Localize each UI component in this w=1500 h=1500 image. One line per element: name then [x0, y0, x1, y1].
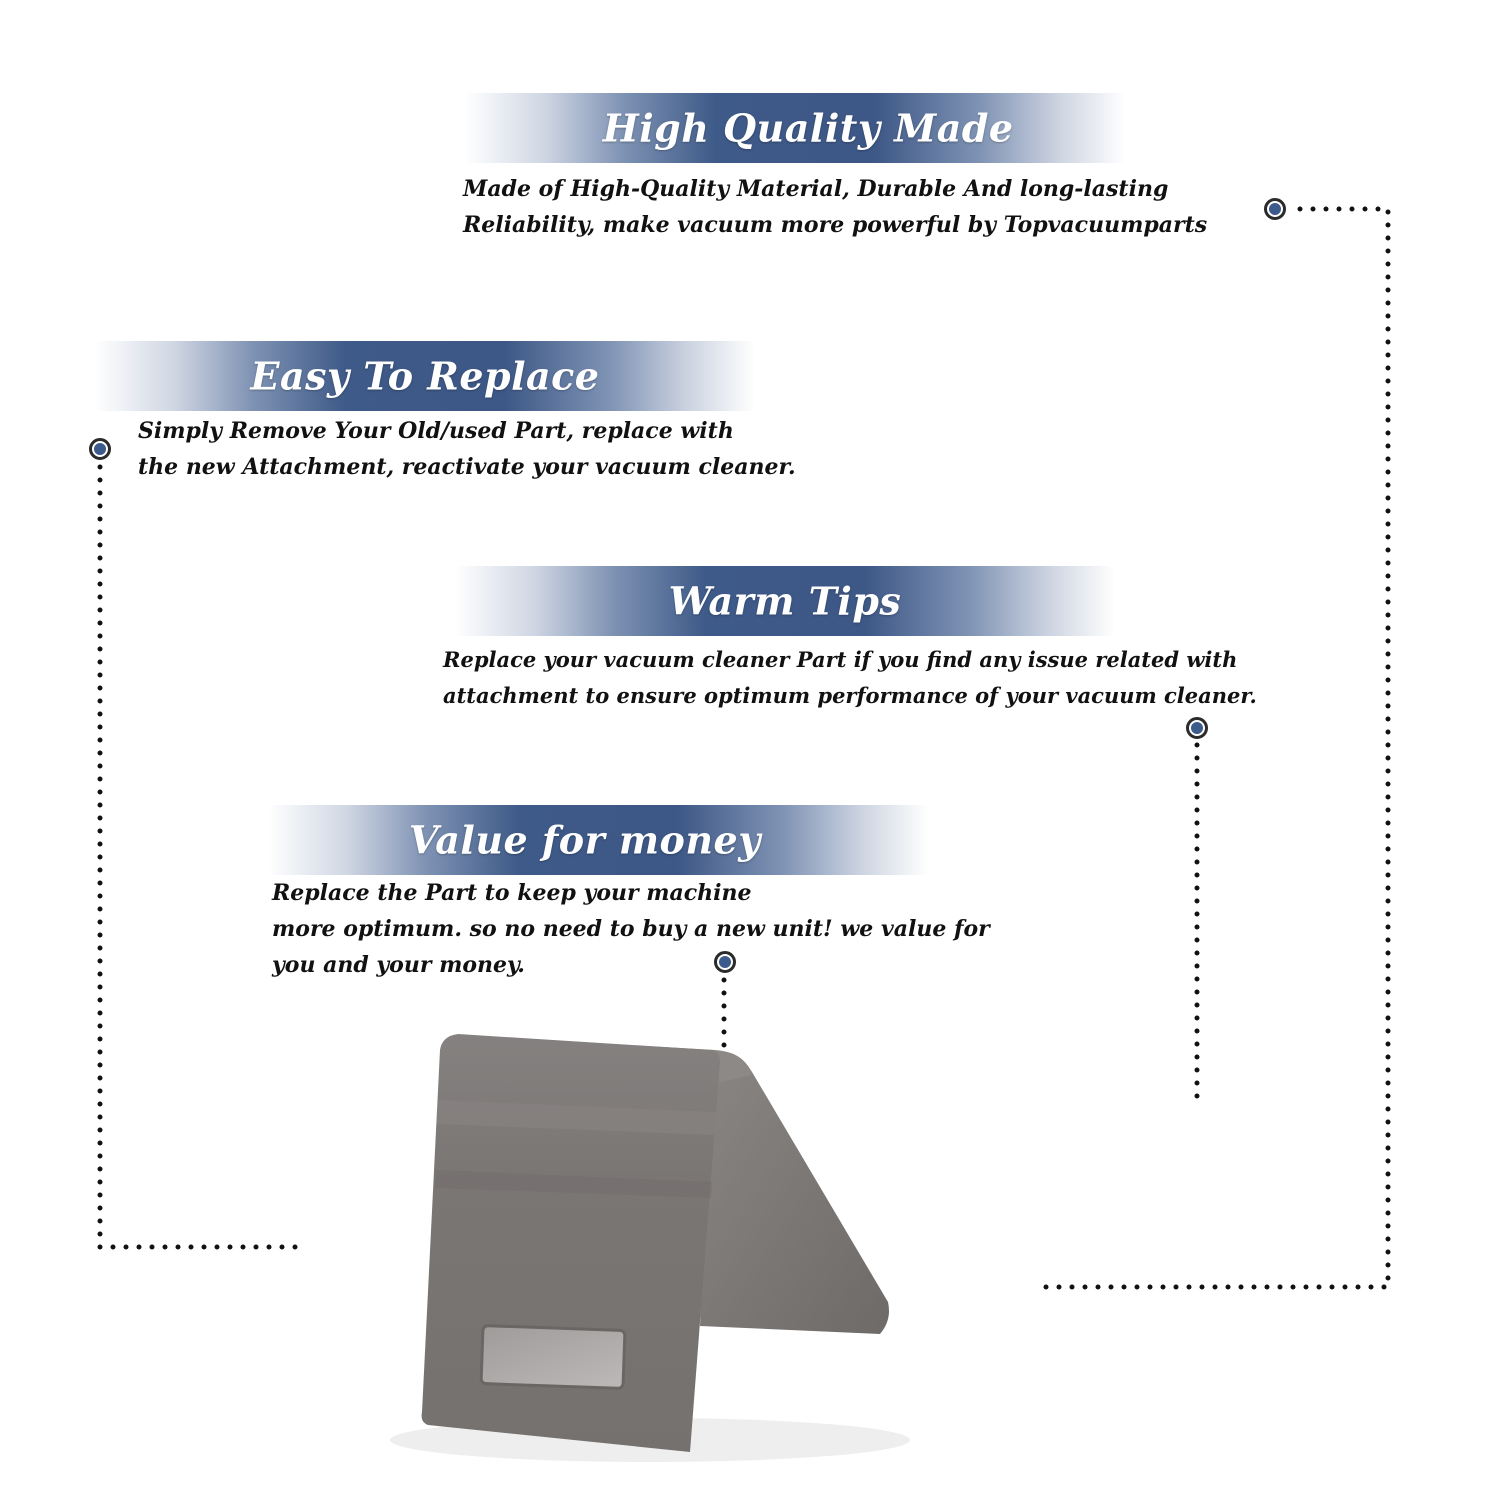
marker-high-quality [1264, 198, 1286, 220]
banner-high-quality-made: High Quality Made [465, 93, 1125, 163]
desc-warm-tips: Replace your vacuum cleaner Part if you … [443, 642, 1257, 714]
desc-line: Simply Remove Your Old/used Part, replac… [138, 418, 734, 444]
marker-value-money [714, 951, 736, 973]
banner-title-high-quality-made: High Quality Made [602, 105, 1014, 151]
desc-line: Reliability, make vacuum more powerful b… [463, 212, 1208, 238]
connector-easy-replace [97, 464, 299, 1250]
banner-warm-tips: Warm Tips [455, 566, 1115, 636]
desc-line: Replace the Part to keep your machine [272, 880, 752, 906]
banner-title-warm-tips: Warm Tips [668, 578, 902, 624]
desc-line: more optimum. so no need to buy a new un… [272, 916, 990, 942]
desc-easy-to-replace: Simply Remove Your Old/used Part, replac… [138, 413, 796, 485]
banner-title-easy-to-replace: Easy To Replace [250, 353, 600, 399]
desc-line: you and your money. [272, 952, 525, 978]
connector-high-quality [1035, 206, 1391, 1290]
desc-line: the new Attachment, reactivate your vacu… [138, 454, 796, 480]
desc-high-quality-made: Made of High-Quality Material, Durable A… [463, 171, 1207, 243]
banner-title-value-for-money: Value for money [408, 817, 761, 863]
desc-line: Made of High-Quality Material, Durable A… [463, 176, 1169, 202]
desc-line: attachment to ensure optimum performance… [443, 683, 1257, 708]
banner-easy-to-replace: Easy To Replace [95, 341, 755, 411]
marker-warm-tips [1186, 717, 1208, 739]
banner-value-for-money: Value for money [268, 805, 928, 875]
marker-easy-replace [89, 438, 111, 460]
desc-value-for-money: Replace the Part to keep your machine mo… [272, 875, 990, 983]
desc-line: Replace your vacuum cleaner Part if you … [443, 647, 1238, 672]
